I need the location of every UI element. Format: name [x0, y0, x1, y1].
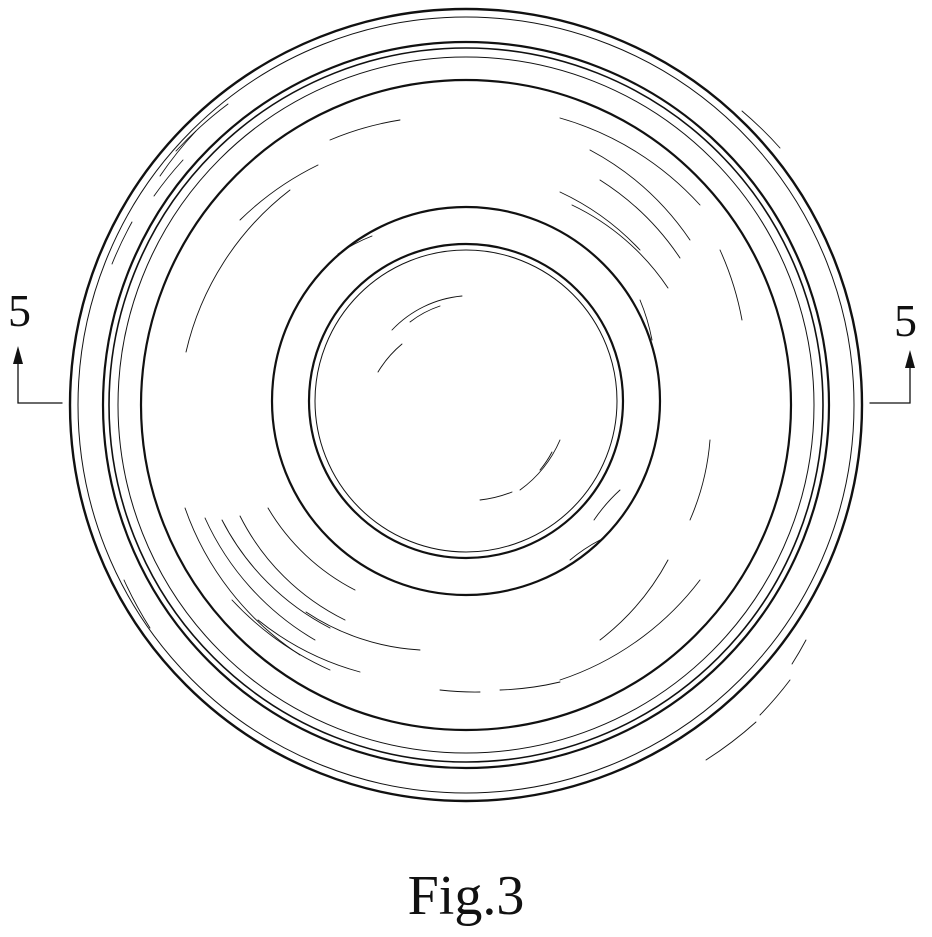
outer-rim [70, 9, 862, 801]
bowl-shading [185, 118, 742, 692]
section-arrow-right [870, 350, 915, 403]
section-label-left: 5 [8, 288, 31, 334]
rim-ring-inner-thin [78, 17, 854, 793]
rim-ring-fourth [118, 57, 814, 753]
rim-ring-second [103, 42, 829, 768]
rim-shading [112, 104, 806, 760]
center-hub [272, 207, 660, 595]
hub-inner-thin-ring [315, 250, 617, 552]
figure-caption: Fig.3 [0, 868, 932, 924]
hub-inner-ring [309, 244, 623, 558]
hub-outer-ring [272, 207, 660, 595]
section-label-right: 5 [894, 298, 917, 344]
section-arrow-left [13, 346, 62, 403]
bowl-edge-ring [141, 80, 791, 730]
rim-ring-third [109, 48, 823, 762]
rim-ring-outer [70, 9, 862, 801]
